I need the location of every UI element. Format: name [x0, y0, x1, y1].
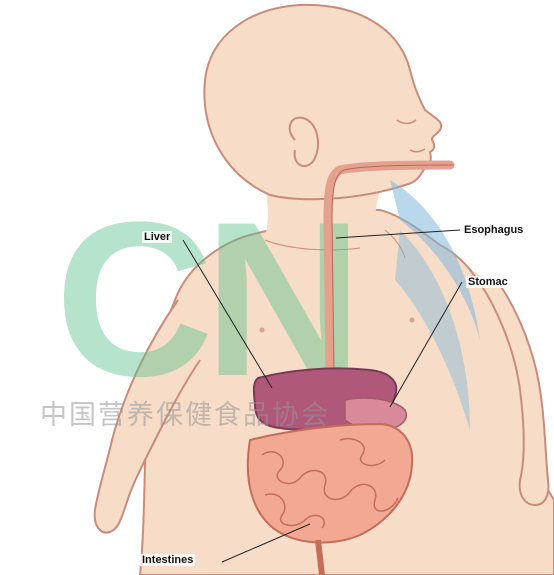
label-stomach: Stomac: [466, 276, 510, 288]
label-esophagus: Esophagus: [462, 224, 525, 236]
label-liver: Liver: [142, 231, 172, 243]
watermark-text: 中国营养保健食品协会: [40, 393, 330, 432]
label-intestines: Intestines: [140, 554, 195, 566]
